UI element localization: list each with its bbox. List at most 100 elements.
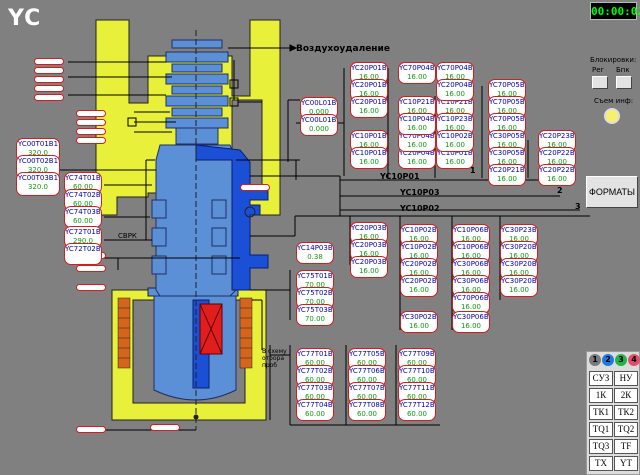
sensor-value: 60.00 [356,376,378,384]
sensor-value: 16.00 [358,141,380,149]
key-tq2[interactable]: ТQ2 [614,422,638,437]
sensor-name: YC20P03B2 [351,241,388,249]
sensor-name: YC77T06B1 [349,367,386,375]
sensor-name: YC20P04B1 [399,149,436,157]
key-tx[interactable]: ТХ [589,456,613,471]
sensor-name: YC30P02B1 [401,313,438,321]
sensor-value: 16.00 [406,124,428,132]
level-indicator[interactable] [34,76,64,83]
level-indicator[interactable] [34,58,64,65]
key-tf[interactable]: ТF [614,439,638,454]
level-indicator[interactable] [76,426,106,433]
sensor-value: 0.38 [307,253,323,261]
level-indicator[interactable] [76,284,106,291]
key-tq1[interactable]: ТQ1 [589,422,613,437]
collector-mark-1: 1 [470,166,476,175]
key-2k[interactable]: 2К [614,388,638,403]
tab-4[interactable]: 4 [628,354,640,366]
level-indicator[interactable] [76,265,106,272]
sensor-name: YC10P21B1 [399,98,436,106]
sensor-name: YC77T02B1 [297,367,334,375]
sensor-readout[interactable]: YC72T02B1 [64,243,102,265]
formats-button[interactable]: ФОРМАТЫ [586,176,638,208]
level-indicator[interactable] [34,85,64,92]
sensor-value: 16.00 [460,269,482,277]
measure-title: Съем инф: [594,97,634,105]
sensor-value: 16.00 [358,73,380,81]
sensor-name: YC74T03B1 [65,208,102,216]
key-yt[interactable]: YT [614,456,638,471]
sensor-value: 16.00 [508,235,530,243]
lamp-icon[interactable] [604,108,620,124]
key-1k[interactable]: 1К [589,388,613,403]
level-indicator[interactable] [76,137,106,144]
reg-button[interactable] [592,76,608,89]
level-indicator[interactable] [76,128,106,135]
sensor-name: YC77T01B1 [297,350,334,358]
sensor-value: 16.00 [406,141,428,149]
tab-3[interactable]: 3 [615,354,627,366]
sensor-value: 320.0 [27,166,49,174]
scheme-label-1: В схему [262,348,287,355]
sensor-name: YC77T05B1 [349,350,386,358]
level-indicator[interactable] [150,424,180,431]
tab-1[interactable]: 1 [589,354,601,366]
sensor-name: YC10P04B2 [399,115,436,123]
sensor-name: YC30P20B1 [501,243,538,251]
level-indicator[interactable] [34,94,64,101]
key-tq3[interactable]: ТQ3 [589,439,613,454]
sensor-name: YC30P06B2 [453,277,490,285]
sensor-name: YC72T01B1 [65,228,102,236]
key-suz[interactable]: СУЗ [589,371,613,386]
key-tk2[interactable]: ТК2 [614,405,638,420]
sensor-name: YC30P20B2 [501,260,538,268]
level-indicator[interactable] [34,67,64,74]
sensor-value: 60.00 [304,376,326,384]
level-indicator[interactable] [76,119,106,126]
level-indicator[interactable] [240,184,270,191]
level-indicator[interactable] [76,110,106,117]
key-nu[interactable]: НУ [614,371,638,386]
blk-button[interactable] [616,76,632,89]
tab-2[interactable]: 2 [602,354,614,366]
key-tk1[interactable]: ТК1 [589,405,613,420]
